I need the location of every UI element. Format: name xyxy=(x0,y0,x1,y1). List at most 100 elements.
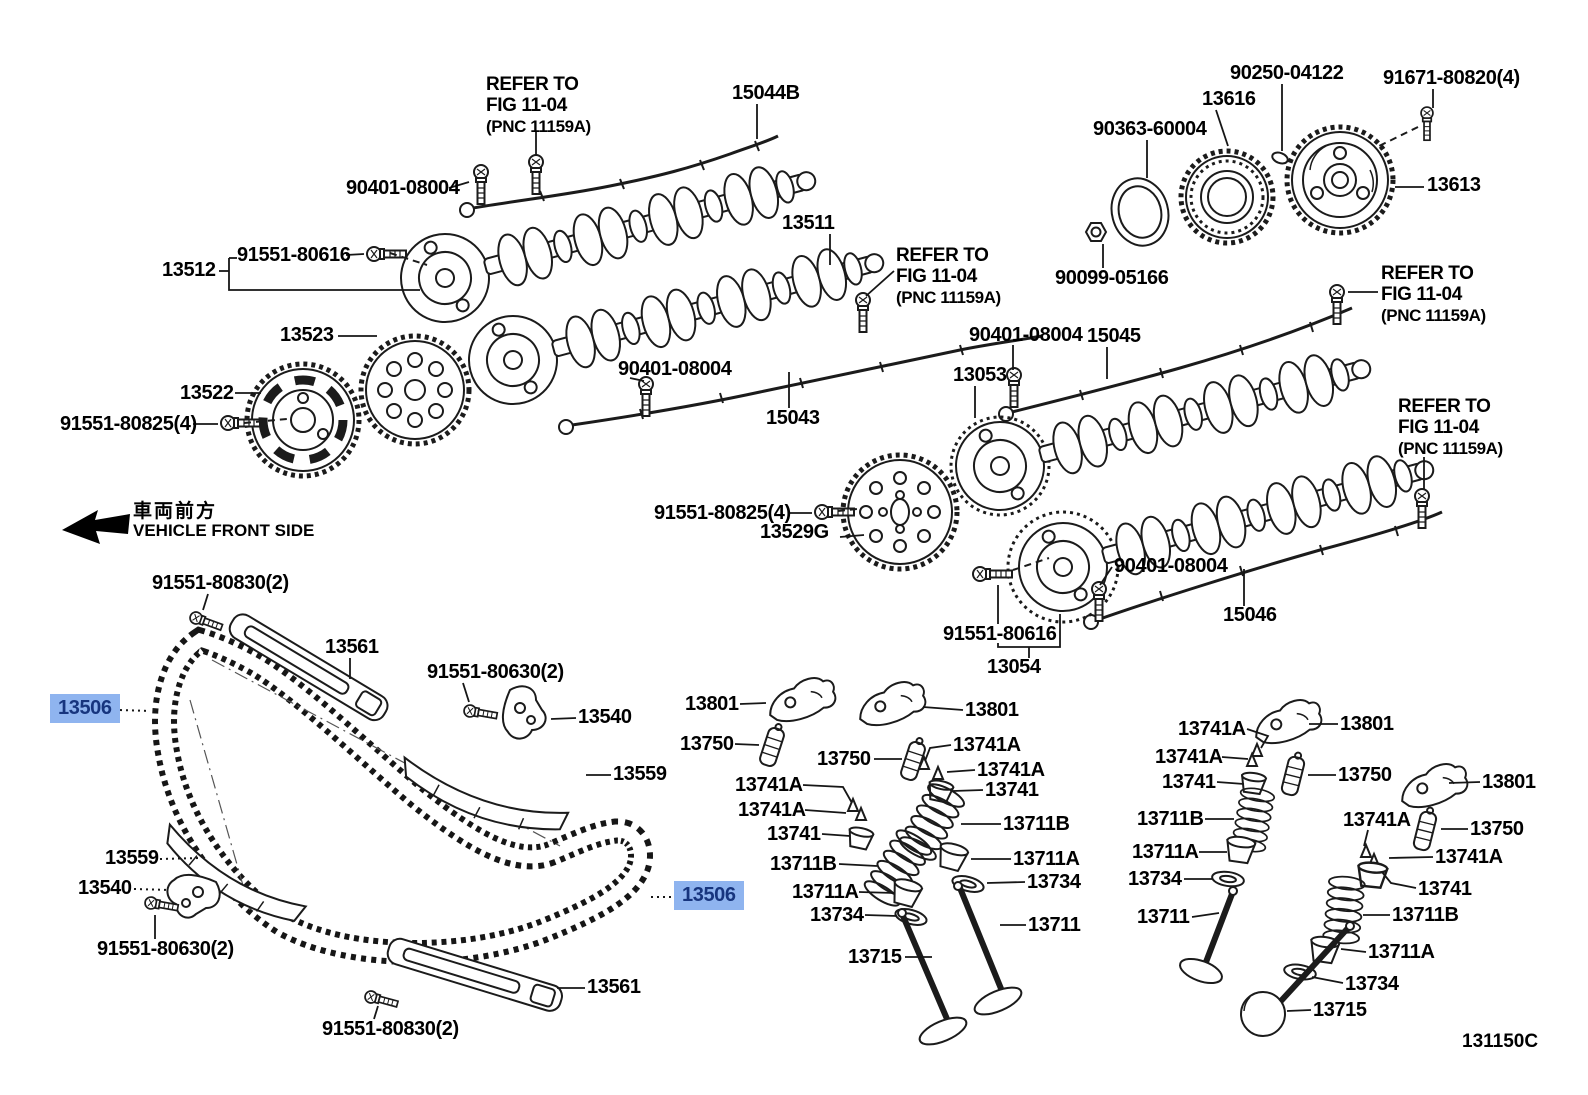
part-label-91551-80616-1[interactable]: 91551-80616 xyxy=(237,244,351,266)
part-label-13734-60[interactable]: 13734 xyxy=(1128,868,1182,890)
part-label-91551-80630(2)-33[interactable]: 91551-80630(2) xyxy=(97,938,234,960)
gear-13529G xyxy=(840,452,960,572)
part-label-13715-72[interactable]: 13715 xyxy=(1313,999,1367,1021)
part-label-13711A-59[interactable]: 13711A xyxy=(1132,841,1199,863)
valve-13711-b xyxy=(953,881,1023,1016)
gear-13522 xyxy=(244,361,362,479)
part-label-13734-53[interactable]: 13734 xyxy=(1027,871,1081,893)
part-label-13741A-56[interactable]: 13741A xyxy=(1155,746,1223,768)
part-label-13741A-39[interactable]: 13741A xyxy=(735,774,803,796)
valve-13711-c xyxy=(1179,886,1238,985)
camshaft-13053 xyxy=(945,323,1383,521)
part-label-15043-17[interactable]: 15043 xyxy=(766,407,820,429)
part-label-15046-22[interactable]: 15046 xyxy=(1223,604,1277,626)
part-label-13741A-55[interactable]: 13741A xyxy=(1178,718,1246,740)
part-label-91551-80630(2)-27[interactable]: 91551-80630(2) xyxy=(427,661,564,683)
part-label-13561-35[interactable]: 13561 xyxy=(587,976,641,998)
part-label-13613-12[interactable]: 13613 xyxy=(1427,174,1481,196)
part-label-13734-44[interactable]: 13734 xyxy=(810,904,864,926)
part-label-13741-57[interactable]: 13741 xyxy=(1162,771,1216,793)
part-label-13511-7[interactable]: 13511 xyxy=(782,212,835,234)
part-label-13540-28[interactable]: 13540 xyxy=(578,706,632,728)
part-label-90401-08004-14[interactable]: 90401-08004 xyxy=(969,324,1083,346)
pin-90250-04122 xyxy=(1271,151,1289,165)
chain-damper-13559-b xyxy=(166,822,308,922)
part-label-13512-2[interactable]: 13512 xyxy=(162,259,216,281)
part-label-91551-80825(4)-5[interactable]: 91551-80825(4) xyxy=(60,413,197,435)
part-label-13529G-20[interactable]: 13529G xyxy=(760,521,829,543)
part-label-13750-38[interactable]: 13750 xyxy=(680,733,734,755)
camshaft-13054 xyxy=(1006,424,1446,624)
part-label-13715-45[interactable]: 13715 xyxy=(848,946,902,968)
part-label-13741-68[interactable]: 13741 xyxy=(1418,878,1472,900)
part-label-13801-64[interactable]: 13801 xyxy=(1482,771,1536,793)
part-label-13750-47[interactable]: 13750 xyxy=(817,748,871,770)
valve-13715-d xyxy=(1240,921,1355,1037)
part-label-13711B-58[interactable]: 13711B xyxy=(1137,808,1204,830)
leader-lines xyxy=(119,84,1481,1020)
part-label-15045-15[interactable]: 15045 xyxy=(1087,325,1141,347)
part-label-13741A-67[interactable]: 13741A xyxy=(1435,846,1503,868)
part-label-13561-26[interactable]: 13561 xyxy=(325,636,379,658)
part-label-13522-4[interactable]: 13522 xyxy=(180,382,234,404)
part-label-91551-80825(4)-19[interactable]: 91551-80825(4) xyxy=(654,502,791,524)
part-label-13741A-65[interactable]: 13741A xyxy=(1343,809,1411,831)
part-label-13711-54[interactable]: 13711 xyxy=(1028,914,1081,936)
part-label-91671-80820(4)-10[interactable]: 91671-80820(4) xyxy=(1383,67,1520,89)
part-label-90401-08004-16[interactable]: 90401-08004 xyxy=(618,358,732,380)
part-label-13711A-43[interactable]: 13711A xyxy=(792,881,859,903)
part-label-13734-71[interactable]: 13734 xyxy=(1345,973,1399,995)
part-label-13559-31[interactable]: 13559 xyxy=(105,847,159,869)
part-label-90401-08004-21[interactable]: 90401-08004 xyxy=(1114,555,1228,577)
ring-90363-60004 xyxy=(1110,177,1170,247)
gear-13613 xyxy=(1284,124,1396,236)
timing-chain-13506 xyxy=(152,626,653,965)
part-label-13506-29[interactable]: 13506 xyxy=(50,694,120,723)
part-label-13801-37[interactable]: 13801 xyxy=(685,693,739,715)
part-label-13741A-48[interactable]: 13741A xyxy=(953,734,1021,756)
part-label-90363-60004-11[interactable]: 90363-60004 xyxy=(1093,118,1207,140)
vehicle-front-note-en: VEHICLE FRONT SIDE xyxy=(133,521,315,540)
part-label-90099-05166-13[interactable]: 90099-05166 xyxy=(1055,267,1169,289)
part-label-13711B-69[interactable]: 13711B xyxy=(1392,904,1459,926)
assembly-dash-lines xyxy=(243,126,1419,571)
part-label-13741-50[interactable]: 13741 xyxy=(985,779,1039,801)
part-label-13750-66[interactable]: 13750 xyxy=(1470,818,1524,840)
chain-guide-13561-b xyxy=(386,937,563,1012)
gasket-rail-15046 xyxy=(1083,510,1443,630)
sprocket-13616 xyxy=(1178,148,1276,246)
vehicle-front-arrow xyxy=(62,510,130,544)
part-label-15044B-6[interactable]: 15044B xyxy=(732,82,800,104)
part-label-13750-63[interactable]: 13750 xyxy=(1338,764,1392,786)
part-label-13711A-70[interactable]: 13711A xyxy=(1368,941,1435,963)
part-label-13741A-49[interactable]: 13741A xyxy=(977,759,1045,781)
figure-code: 131150C xyxy=(1462,1031,1539,1052)
part-label-91551-80616-23[interactable]: 91551-80616 xyxy=(943,623,1057,645)
part-label-13711B-42[interactable]: 13711B xyxy=(770,853,837,875)
part-label-13801-62[interactable]: 13801 xyxy=(1340,713,1394,735)
part-label-13053-18[interactable]: 13053 xyxy=(953,364,1007,386)
part-label-13741A-40[interactable]: 13741A xyxy=(738,799,806,821)
part-label-90250-04122-8[interactable]: 90250-04122 xyxy=(1230,62,1344,84)
part-label-90401-08004-0[interactable]: 90401-08004 xyxy=(346,177,460,199)
part-label-13616-9[interactable]: 13616 xyxy=(1202,88,1256,110)
valve-13715-a xyxy=(897,908,968,1046)
part-label-13506-34[interactable]: 13506 xyxy=(674,881,744,910)
part-label-13741-41[interactable]: 13741 xyxy=(767,823,821,845)
part-label-91551-80830(2)-25[interactable]: 91551-80830(2) xyxy=(152,572,289,594)
part-label-13540-32[interactable]: 13540 xyxy=(78,877,132,899)
nut-90099-05166 xyxy=(1084,222,1108,242)
part-label-13523-3[interactable]: 13523 xyxy=(280,324,334,346)
chain-damper-13559-a xyxy=(403,755,570,831)
part-label-13711-61[interactable]: 13711 xyxy=(1137,906,1190,928)
part-label-13801-46[interactable]: 13801 xyxy=(965,699,1019,721)
part-label-13711B-51[interactable]: 13711B xyxy=(1003,813,1070,835)
part-label-13711A-52[interactable]: 13711A xyxy=(1013,848,1080,870)
part-label-13559-30[interactable]: 13559 xyxy=(613,763,667,785)
part-label-91551-80830(2)-36[interactable]: 91551-80830(2) xyxy=(322,1018,459,1040)
part-label-13054-24[interactable]: 13054 xyxy=(987,656,1041,678)
